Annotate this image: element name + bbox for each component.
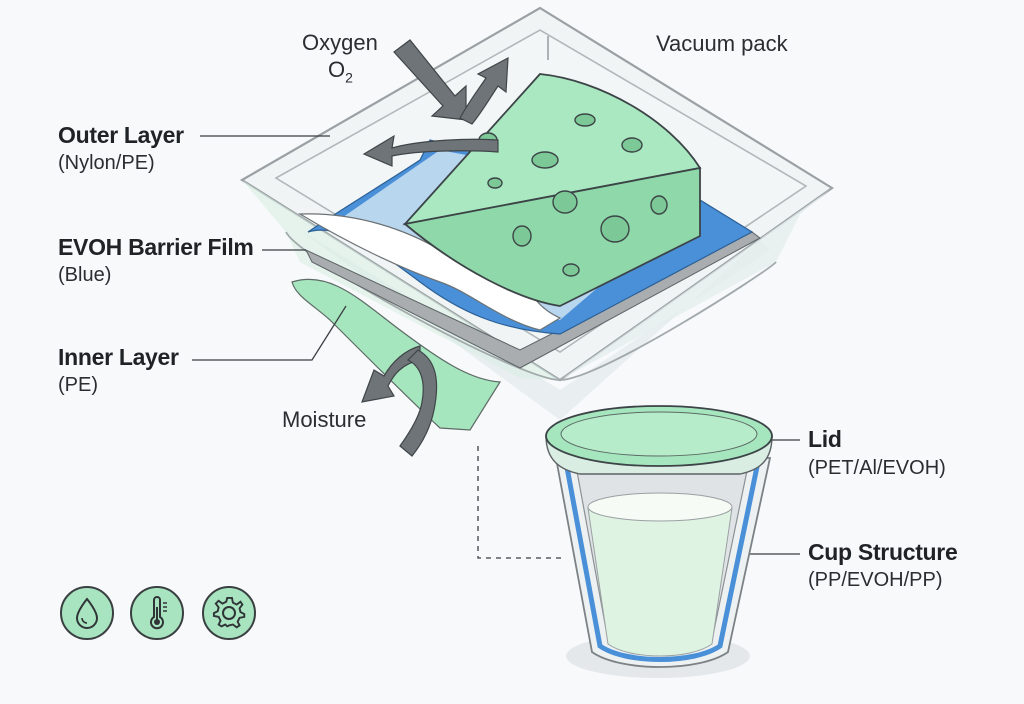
o2-subscript: 2 xyxy=(345,69,353,85)
lid-material: (PET/Al/EVOH) xyxy=(808,457,946,480)
moisture-label: Moisture xyxy=(282,407,366,432)
cup-material: (PP/EVOH/PP) xyxy=(808,569,942,592)
inner-layer-material: (PE) xyxy=(58,374,98,397)
lid-label: Lid xyxy=(808,426,842,452)
inner-layer-label: Inner Layer xyxy=(58,344,179,370)
o2-label: O2 xyxy=(328,57,353,85)
yogurt-cup xyxy=(546,406,772,678)
cup-structure-label: Cup Structure xyxy=(808,539,957,565)
evoh-film-label: EVOH Barrier Film xyxy=(58,234,254,260)
water-drop-icon xyxy=(60,586,114,640)
outer-layer-label: Outer Layer xyxy=(58,122,184,148)
gear-icon xyxy=(202,586,256,640)
thermometer-icon xyxy=(130,586,184,640)
o2-base: O xyxy=(328,57,345,82)
vacuum-pack-label: Vacuum pack xyxy=(656,31,788,56)
evoh-film-color: (Blue) xyxy=(58,264,111,287)
oxygen-label: Oxygen xyxy=(302,30,378,55)
outer-layer-material: (Nylon/PE) xyxy=(58,152,155,175)
